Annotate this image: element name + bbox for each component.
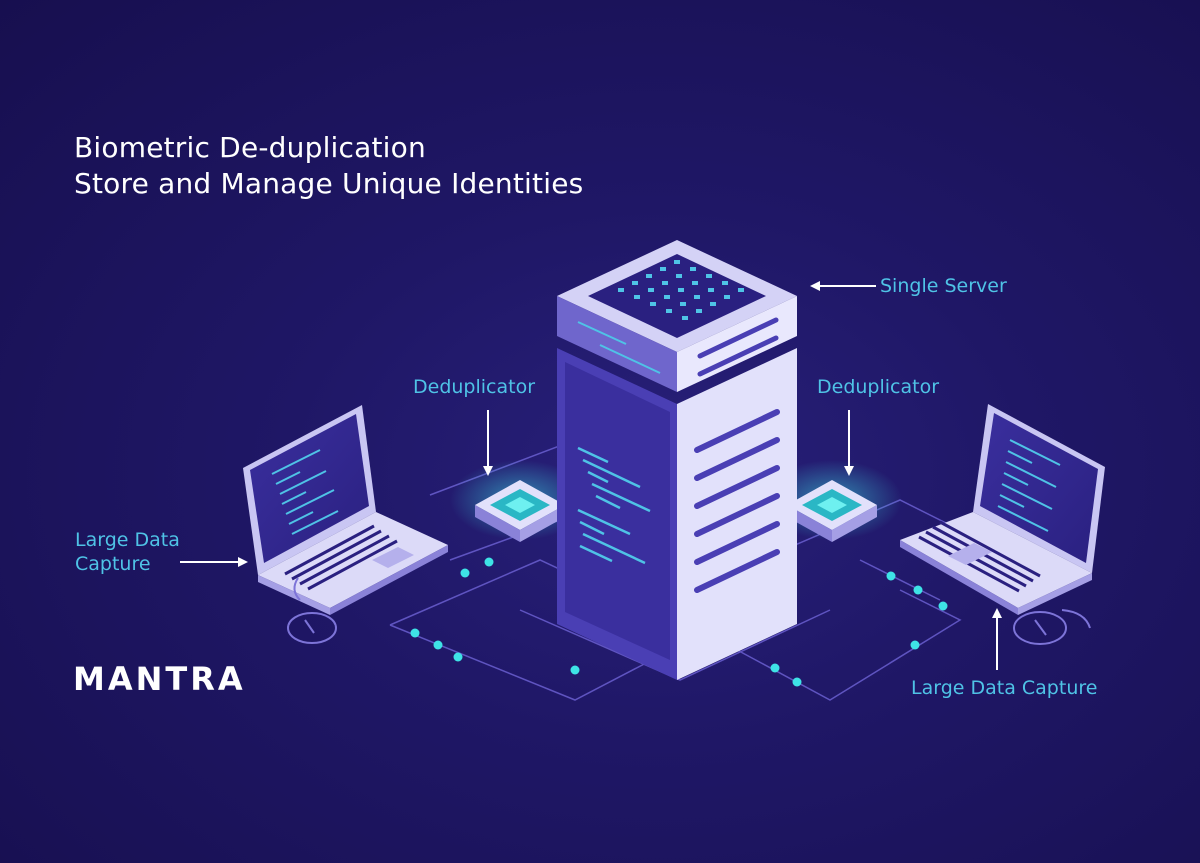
headline-line-1: Biometric De-duplication bbox=[74, 131, 426, 164]
circuit-node bbox=[484, 557, 494, 567]
circuit-node bbox=[433, 640, 443, 650]
headline: Biometric De-duplication Store and Manag… bbox=[74, 130, 583, 202]
laptop-left-icon bbox=[243, 405, 448, 615]
headline-line-2: Store and Manage Unique Identities bbox=[74, 167, 584, 200]
circuit-node bbox=[886, 571, 896, 581]
circuit-node bbox=[453, 652, 463, 662]
label-deduplicator-right: Deduplicator bbox=[817, 376, 940, 398]
chip-left-icon bbox=[450, 460, 590, 542]
label-deduplicator-left: Deduplicator bbox=[413, 376, 536, 398]
circuit-node bbox=[792, 677, 802, 687]
mantra-logo: MANTRA bbox=[73, 660, 246, 698]
label-capture-left: Large Data Capture bbox=[75, 528, 180, 576]
server-top-grid bbox=[618, 260, 744, 320]
mouse-right-icon bbox=[1013, 609, 1091, 645]
label-capture-right: Large Data Capture bbox=[911, 677, 1098, 699]
label-capture-left-line-1: Large Data bbox=[75, 529, 180, 551]
mouse-left-icon bbox=[287, 577, 337, 644]
circuit-node bbox=[910, 640, 920, 650]
circuit-node bbox=[913, 585, 923, 595]
label-single-server: Single Server bbox=[880, 275, 1007, 297]
laptop-right-icon bbox=[900, 404, 1105, 615]
circuit-nodes bbox=[410, 557, 948, 687]
circuit-node bbox=[938, 601, 948, 611]
circuit-node bbox=[460, 568, 470, 578]
circuit-node bbox=[770, 663, 780, 673]
circuit-node bbox=[570, 665, 580, 675]
arrows bbox=[180, 281, 1002, 670]
server-icon bbox=[557, 240, 797, 680]
circuit-node bbox=[410, 628, 420, 638]
label-capture-left-line-2: Capture bbox=[75, 553, 151, 575]
